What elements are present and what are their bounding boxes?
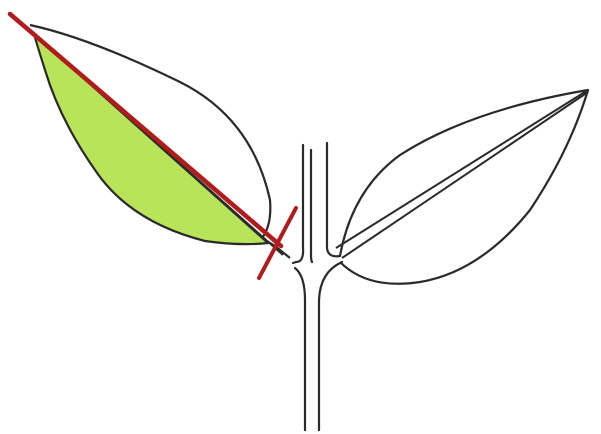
stem-left-lower [295, 268, 305, 430]
stem-left-edge [293, 145, 303, 263]
stem-right-edge [327, 143, 340, 256]
stem-inner-line [311, 150, 312, 262]
right-leaf-midrib-upper [336, 90, 588, 248]
right-leaf-outline [340, 90, 588, 284]
stem-right-lower [319, 262, 342, 430]
stem [293, 143, 342, 430]
